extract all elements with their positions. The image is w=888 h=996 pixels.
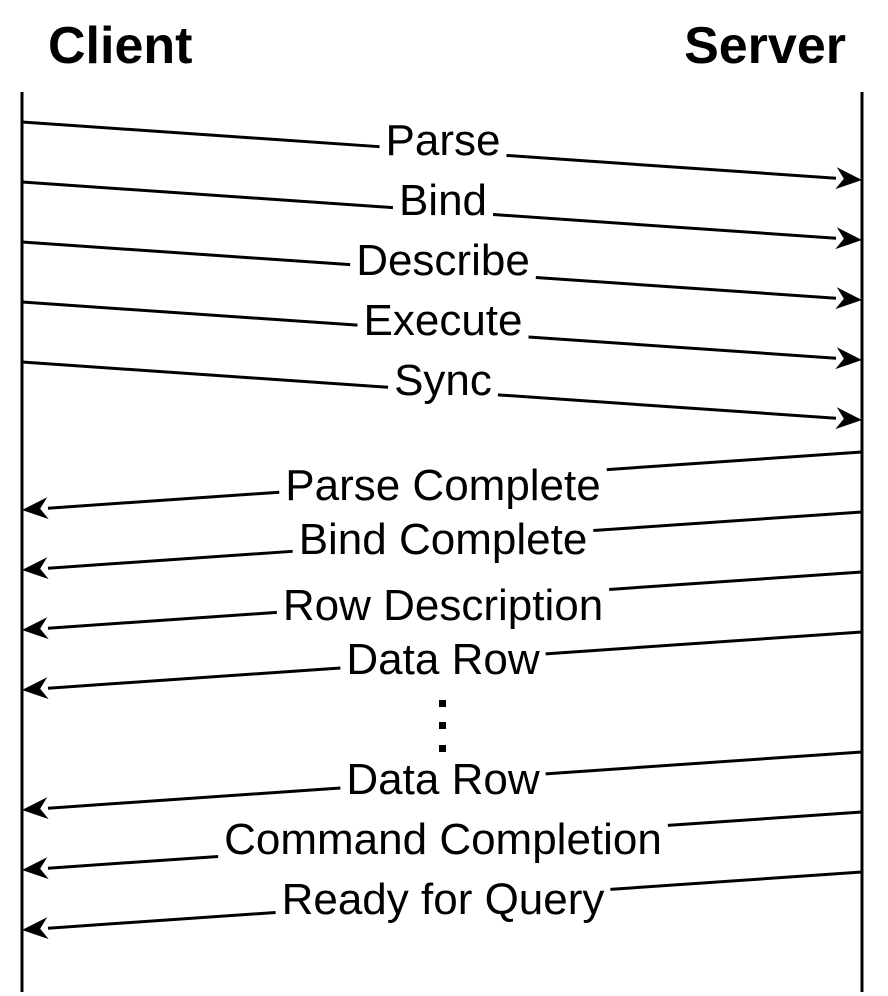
message-arrow-line — [610, 870, 863, 891]
message-arrow-line — [492, 213, 837, 240]
arrowhead-icon — [835, 347, 862, 370]
message-label: Data Row — [346, 635, 539, 684]
message-label: Row Description — [283, 581, 603, 630]
arrowhead-icon — [22, 677, 49, 700]
message-arrow-line — [21, 240, 351, 267]
message-arrow-line — [535, 275, 837, 300]
message-arrow-line — [47, 549, 293, 570]
message-arrow-line — [47, 610, 277, 630]
server-actor-label: Server — [684, 17, 846, 75]
message-label: Bind Complete — [299, 515, 588, 564]
message-arrow-line — [47, 666, 341, 690]
message-label: Execute — [364, 296, 523, 345]
arrowhead-icon — [22, 557, 49, 580]
ellipsis-dot — [439, 745, 446, 752]
message-arrow-line — [593, 510, 863, 533]
arrowhead-icon — [835, 167, 862, 190]
message-label: Parse — [386, 116, 501, 165]
message-arrow-line — [21, 120, 380, 149]
message-arrow-line — [21, 300, 358, 327]
ellipsis-dot — [439, 722, 446, 729]
ellipsis-dot — [439, 700, 446, 707]
arrowhead-icon — [22, 797, 49, 820]
arrowhead-icon — [835, 407, 862, 430]
message-label: Sync — [394, 356, 492, 405]
client-actor-label: Client — [48, 17, 192, 75]
message-arrow-line — [609, 570, 863, 591]
message-label: Command Completion — [224, 815, 662, 864]
message-arrow-line — [47, 910, 276, 930]
message-arrow-line — [47, 854, 219, 870]
arrowhead-icon — [835, 227, 862, 250]
message-label: Bind — [399, 176, 487, 225]
ellipsis-dots — [439, 700, 446, 752]
message-label: Ready for Query — [282, 875, 605, 924]
message-label: Parse Complete — [285, 461, 600, 510]
arrowhead-icon — [835, 287, 862, 310]
message-arrow-line — [528, 335, 837, 360]
message-arrow-line — [21, 180, 394, 210]
message-arrow-line — [545, 630, 863, 656]
message-arrow-line — [667, 810, 863, 827]
arrowhead-icon — [22, 917, 49, 940]
message-label: Describe — [356, 236, 530, 285]
arrowhead-icon — [22, 857, 49, 880]
arrowhead-icon — [22, 617, 49, 640]
message-arrow-line — [47, 786, 341, 810]
message-arrow-line — [497, 393, 837, 420]
message-arrow-line — [606, 450, 863, 472]
message-arrow-line — [47, 490, 280, 510]
arrowhead-icon — [22, 497, 49, 520]
message-arrow-line — [545, 750, 863, 776]
message-arrow-line — [21, 360, 389, 389]
message-label: Data Row — [346, 755, 539, 804]
message-arrow-line — [506, 153, 837, 180]
